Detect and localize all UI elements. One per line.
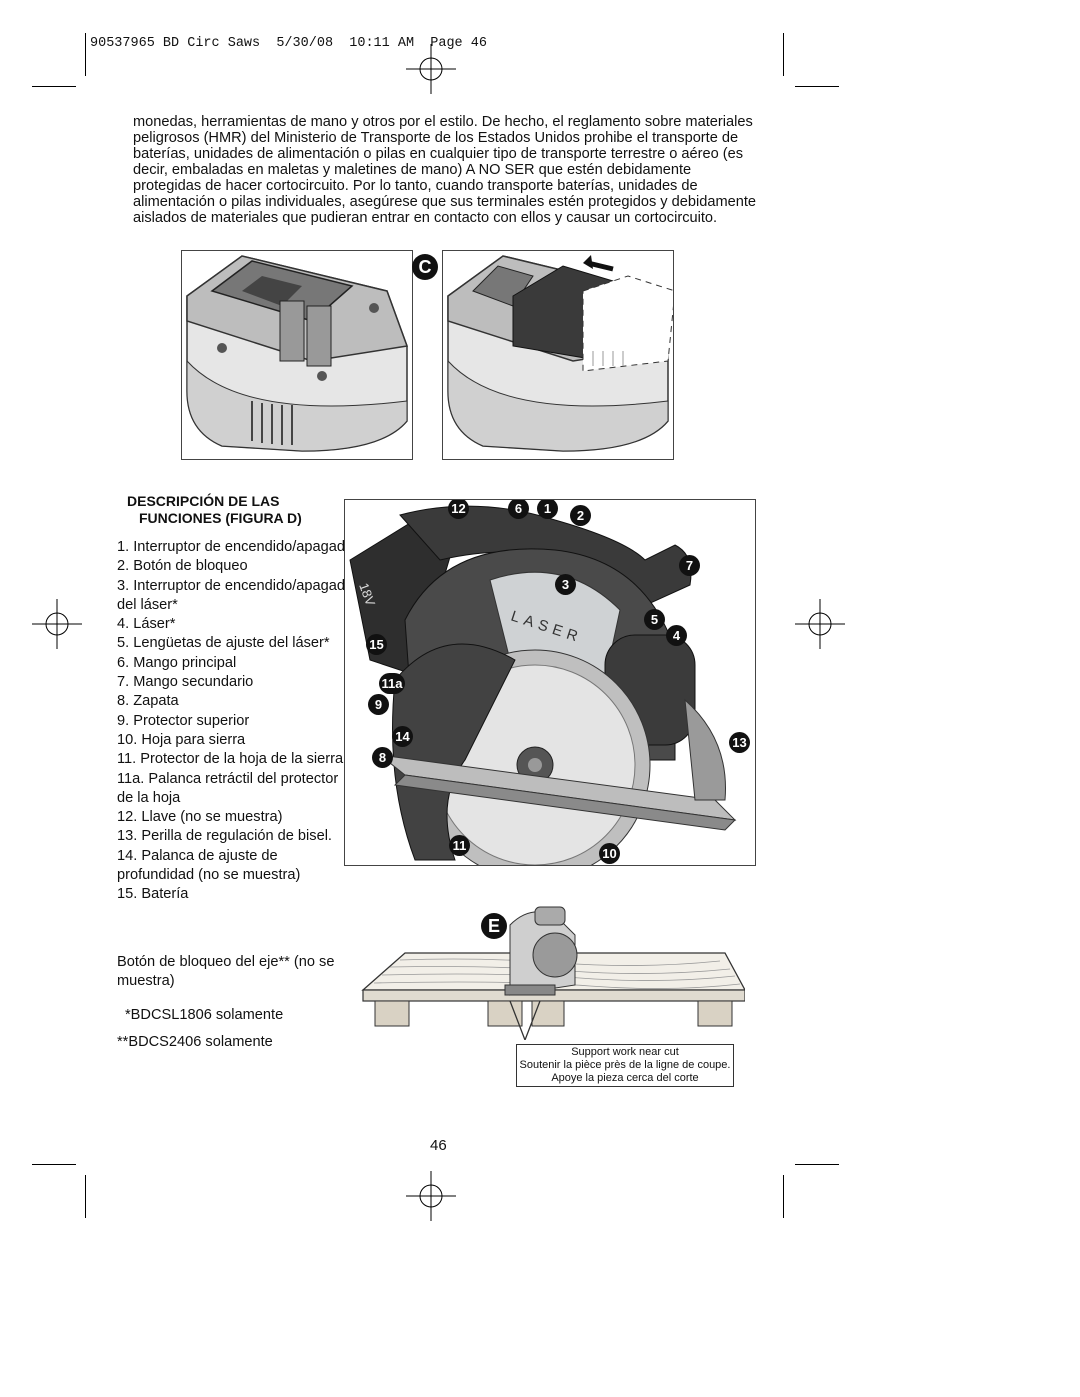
registration-mark-bottom [406, 1171, 456, 1221]
list-item: 11. Protector de la hoja de la sierra [117, 751, 344, 768]
figure-d-saw: 18V LASER 12 6 1 2 7 3 5 4 15 11a 9 14 1… [344, 499, 756, 866]
caption-french: Soutenir la pièce près de la ligne de co… [519, 1059, 731, 1071]
list-item: 4. Láser* [117, 616, 176, 633]
section-title-line1: DESCRIPCIÓN DE LAS [127, 493, 280, 509]
list-item: 8. Zapata [117, 693, 179, 710]
crop-mark [795, 86, 839, 87]
caption-english: Support work near cut [571, 1046, 679, 1058]
section-title-line2: FUNCIONES (FIGURA D) [139, 510, 302, 526]
spindle-lock-note: Botón de bloqueo del eje** (no se muestr… [117, 954, 335, 990]
crop-mark [32, 1164, 76, 1165]
page-number: 46 [430, 1137, 447, 1154]
registration-mark-right [795, 599, 845, 649]
section-title: DESCRIPCIÓN DE LAS FUNCIONES (FIGURA D) [127, 493, 302, 527]
crop-mark [783, 1175, 784, 1218]
print-slug: 90537965 BD Circ Saws 5/30/08 10:11 AM P… [90, 36, 487, 51]
figure-c-right-battery [442, 250, 674, 460]
list-item: 11a. Palanca retráctil del protector de … [117, 770, 339, 806]
callout-15: 15 [366, 634, 387, 655]
registration-mark-top [406, 44, 456, 94]
registration-mark-left [32, 599, 82, 649]
figure-e-label: E [481, 913, 507, 939]
list-item: 3. Interruptor de encendido/apagado del … [117, 577, 354, 613]
callout-1: 1 [537, 500, 558, 519]
body-paragraph: monedas, herramientas de mano y otros po… [133, 114, 757, 226]
callout-13: 13 [729, 732, 750, 753]
callout-11: 11 [449, 835, 470, 856]
callout-2: 2 [570, 505, 591, 526]
caption-spanish: Apoye la pieza cerca del corte [551, 1072, 699, 1084]
callout-10: 10 [599, 843, 620, 864]
callout-11a: 11a [379, 673, 405, 694]
callout-9: 9 [368, 694, 389, 715]
circular-saw-illustration: 18V LASER [349, 505, 737, 865]
list-item: 5. Lengüetas de ajuste del láser* [117, 635, 330, 652]
crop-mark [85, 1175, 86, 1218]
crop-mark [795, 1164, 839, 1165]
callout-5: 5 [644, 609, 665, 630]
list-item: 1. Interruptor de encendido/apagado [117, 539, 354, 555]
list-item: 7. Mango secundario [117, 674, 254, 691]
list-item: 6. Mango principal [117, 654, 237, 671]
callout-12: 12 [448, 500, 469, 519]
list-item: 2. Botón de bloqueo [117, 558, 248, 575]
callout-4: 4 [666, 625, 687, 646]
figure-e-caption: Support work near cut Soutenir la pièce … [516, 1044, 734, 1087]
list-item: 12. Llave (no se muestra) [117, 809, 283, 826]
callout-6: 6 [508, 500, 529, 519]
crop-mark [32, 86, 76, 87]
callout-8: 8 [372, 747, 393, 768]
callout-3: 3 [555, 574, 576, 595]
features-list: 1. Interruptor de encendido/apagado 2. B… [117, 538, 357, 905]
list-item: 14. Palanca de ajuste de profundidad (no… [117, 847, 301, 884]
crop-mark [783, 33, 784, 76]
battery-terminal-cover-illustration [447, 255, 673, 452]
callout-7: 7 [679, 555, 700, 576]
figure-c-left-battery [181, 250, 413, 460]
footnote-single-star: *BDCSL1806 solamente [125, 1007, 284, 1023]
figure-c-label: C [412, 254, 438, 280]
list-item: 10. Hoja para sierra [117, 731, 246, 748]
crop-mark [85, 33, 86, 76]
list-item: 13. Perilla de regulación de bisel. [117, 828, 332, 845]
callout-14: 14 [392, 726, 413, 747]
figure-e-illustration [361, 906, 745, 1040]
footnote-double-star: **BDCS2406 solamente [117, 1034, 273, 1050]
list-item: 9. Protector superior [117, 712, 250, 729]
battery-illustration [186, 255, 409, 452]
list-item: 15. Batería [117, 886, 189, 903]
